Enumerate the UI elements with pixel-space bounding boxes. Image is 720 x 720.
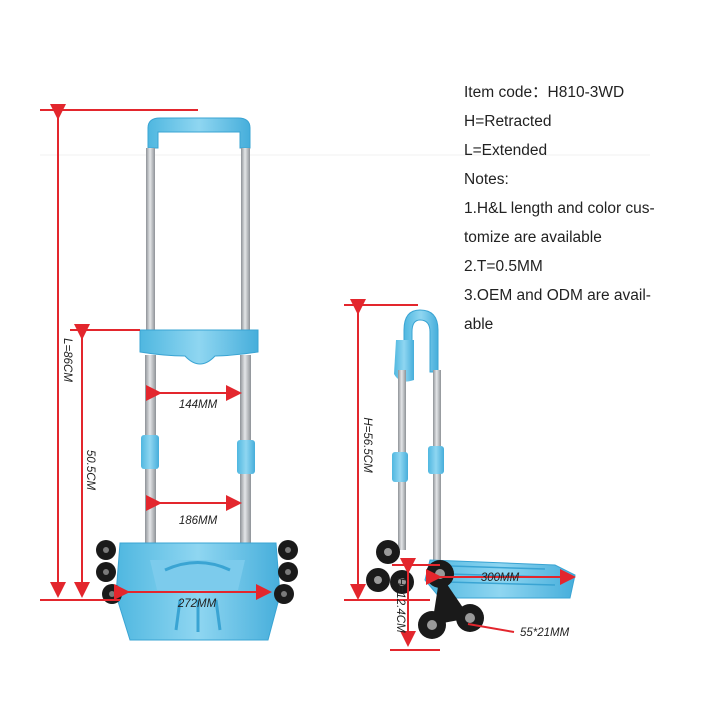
extended-dimension-lines	[40, 104, 272, 601]
retracted-dimension-lines	[344, 299, 576, 651]
notes-heading: Notes:	[464, 171, 509, 188]
wheel-height-label: H=12.4CM	[394, 577, 406, 633]
note-2: 2.T=0.5MM	[464, 258, 543, 275]
extended-trolley	[96, 117, 298, 641]
handle-width-label: 144MM	[179, 399, 218, 411]
height-retracted-label: H=56.5CM	[361, 417, 373, 473]
length-extended-label: L=86CM	[61, 338, 73, 382]
wheel-size-label: 55*21MM	[520, 627, 570, 639]
item-code: Item code：H810-3WD	[464, 84, 625, 101]
base-depth-label: 300MM	[481, 572, 520, 584]
note-3-line-1: 3.OEM and ODM are avail-	[464, 287, 651, 304]
frame-width-label: 186MM	[179, 515, 218, 527]
lower-height-label: 50.5CM	[84, 450, 96, 491]
note-1-line-2: tomize are available	[464, 229, 602, 246]
note-1-line-1: 1.H&L length and color cus-	[464, 200, 655, 217]
h-definition: H=Retracted	[464, 113, 552, 130]
base-width-label: 272MM	[177, 598, 217, 610]
spec-text-block: Item code：H810-3WD H=Retracted L=Extende…	[464, 78, 704, 339]
l-definition: L=Extended	[464, 142, 548, 159]
note-3-line-2: able	[464, 316, 494, 333]
